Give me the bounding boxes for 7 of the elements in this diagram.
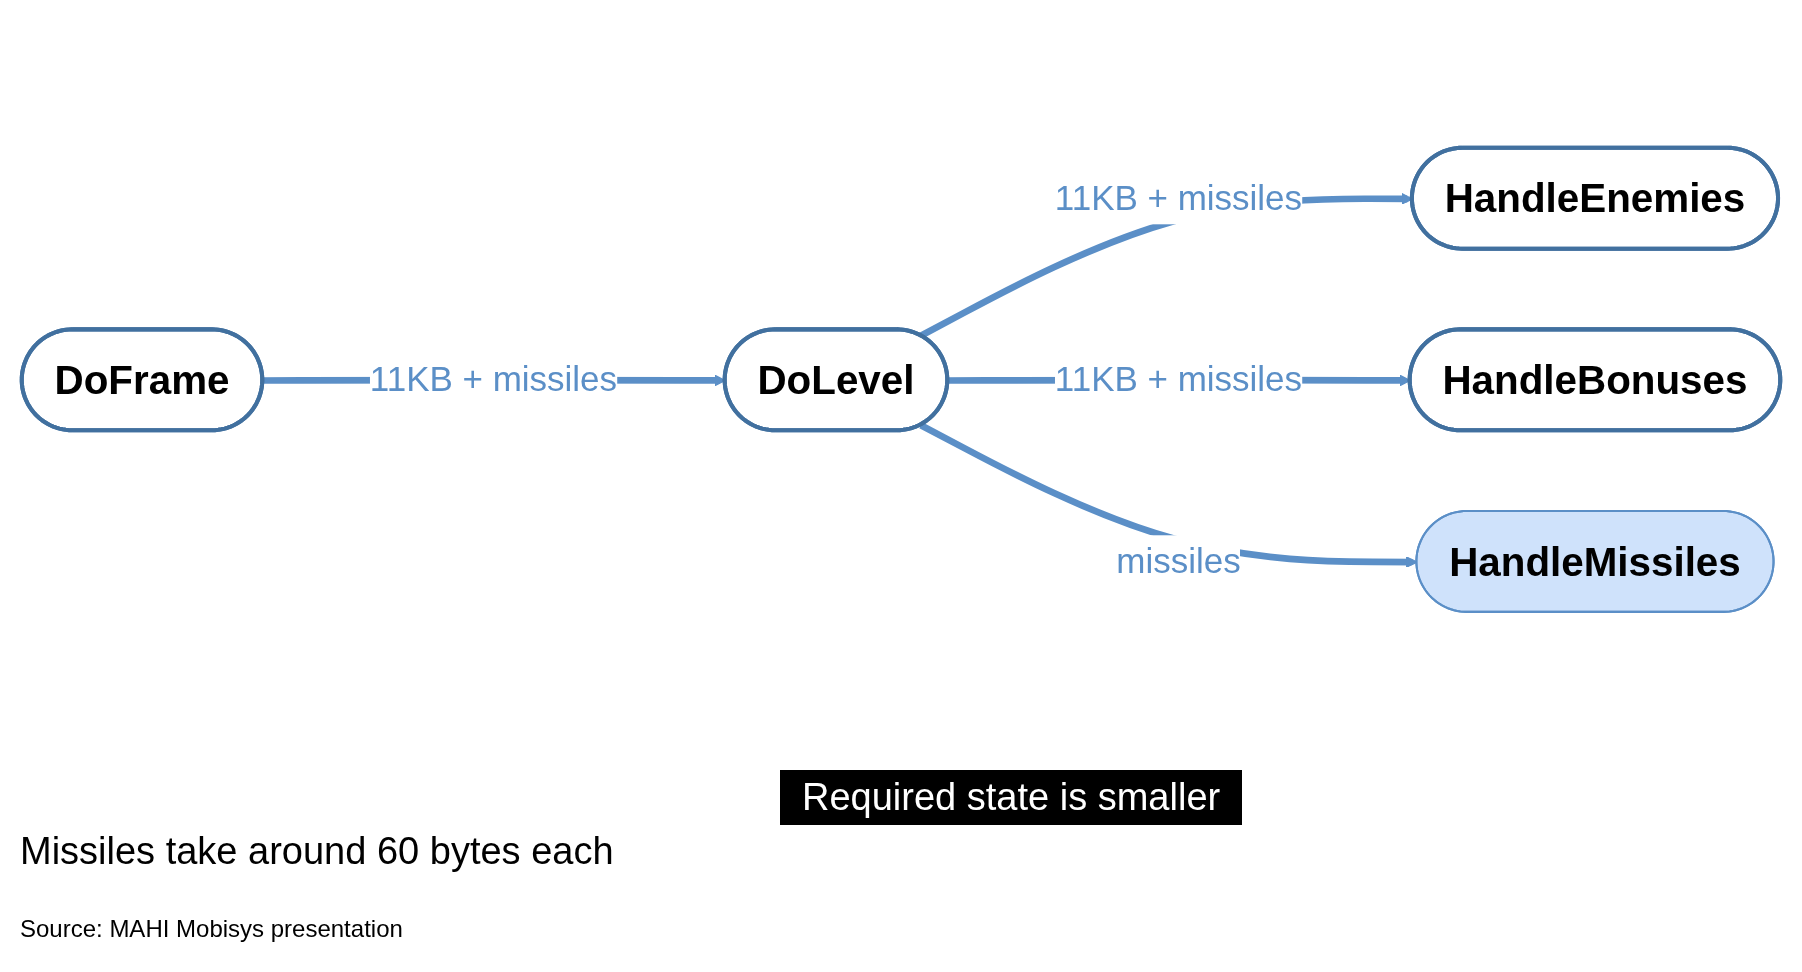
- note-text: Source: MAHI Mobisys presentation: [20, 915, 403, 943]
- edge-label: 11KB + missiles: [1054, 177, 1303, 218]
- edge-label: missiles: [1116, 540, 1241, 582]
- callout-note: Required state is smaller: [780, 770, 1243, 825]
- edge-label: 11KB + missiles: [1054, 359, 1303, 400]
- edge-label: 11KB + missiles: [369, 359, 618, 400]
- note-text: Missiles take around 60 bytes each: [20, 830, 614, 873]
